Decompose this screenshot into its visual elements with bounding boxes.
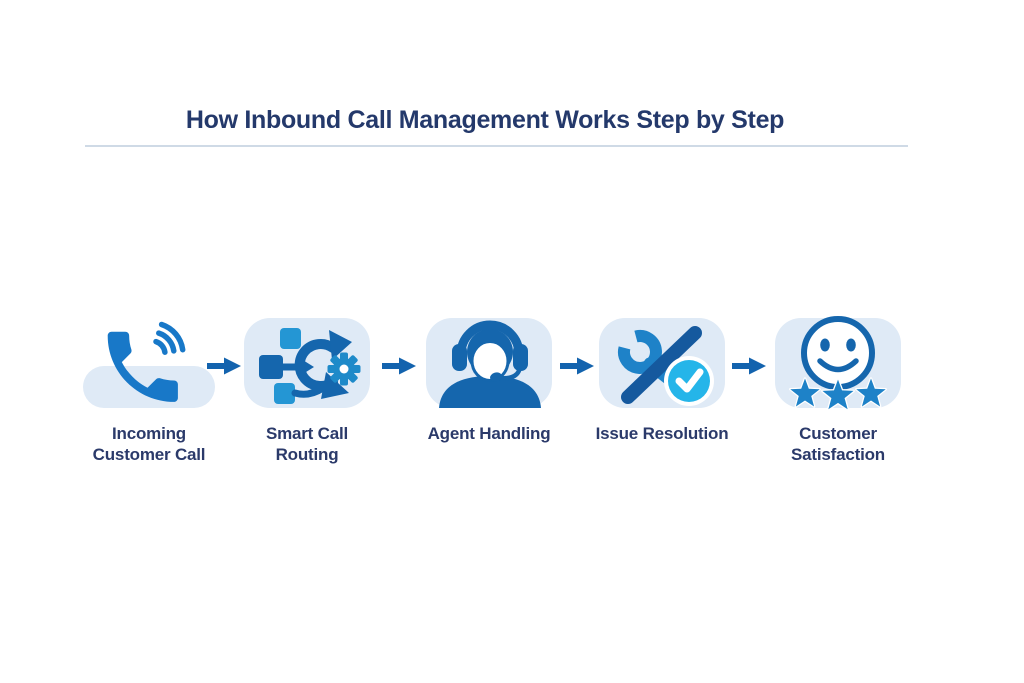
call-routing-icon	[259, 328, 361, 404]
gear-icon	[327, 352, 361, 386]
step-label-line: Incoming	[112, 424, 186, 443]
check-badge-icon	[664, 356, 714, 406]
arrow-right-icon	[560, 357, 594, 375]
step-label-incoming-call: Incoming Customer Call	[69, 423, 229, 465]
step-label-line: Customer	[799, 424, 877, 443]
title-divider	[85, 145, 908, 147]
smiley-face-icon	[801, 316, 875, 390]
step-label-line: Customer Call	[92, 445, 206, 464]
step-label-customer-satisfaction: Customer Satisfaction	[758, 423, 918, 465]
step-label-line: Smart Call	[265, 424, 349, 443]
step-label-smart-call-routing: Smart Call Routing	[227, 423, 387, 465]
step-label-line: Agent Handling	[427, 424, 551, 443]
step-label-line: Satisfaction	[791, 445, 885, 464]
rating-stars-icon	[789, 377, 887, 411]
arrow-right-icon	[382, 357, 416, 375]
step-label-issue-resolution: Issue Resolution	[582, 423, 742, 444]
screwdriver-icon	[621, 326, 702, 404]
step-label-line: Issue Resolution	[595, 424, 729, 443]
agent-headset-icon	[439, 320, 541, 408]
step-label-line: Routing	[275, 445, 339, 464]
page-title: How Inbound Call Management Works Step b…	[185, 106, 785, 134]
step-label-agent-handling: Agent Handling	[409, 423, 569, 444]
issue-resolution-icon	[618, 326, 714, 406]
incoming-call-icon	[107, 321, 186, 402]
customer-satisfaction-icon	[789, 316, 887, 411]
arrow-right-icon	[732, 357, 766, 375]
arrow-right-icon	[207, 357, 241, 375]
sound-waves-icon	[153, 321, 186, 355]
